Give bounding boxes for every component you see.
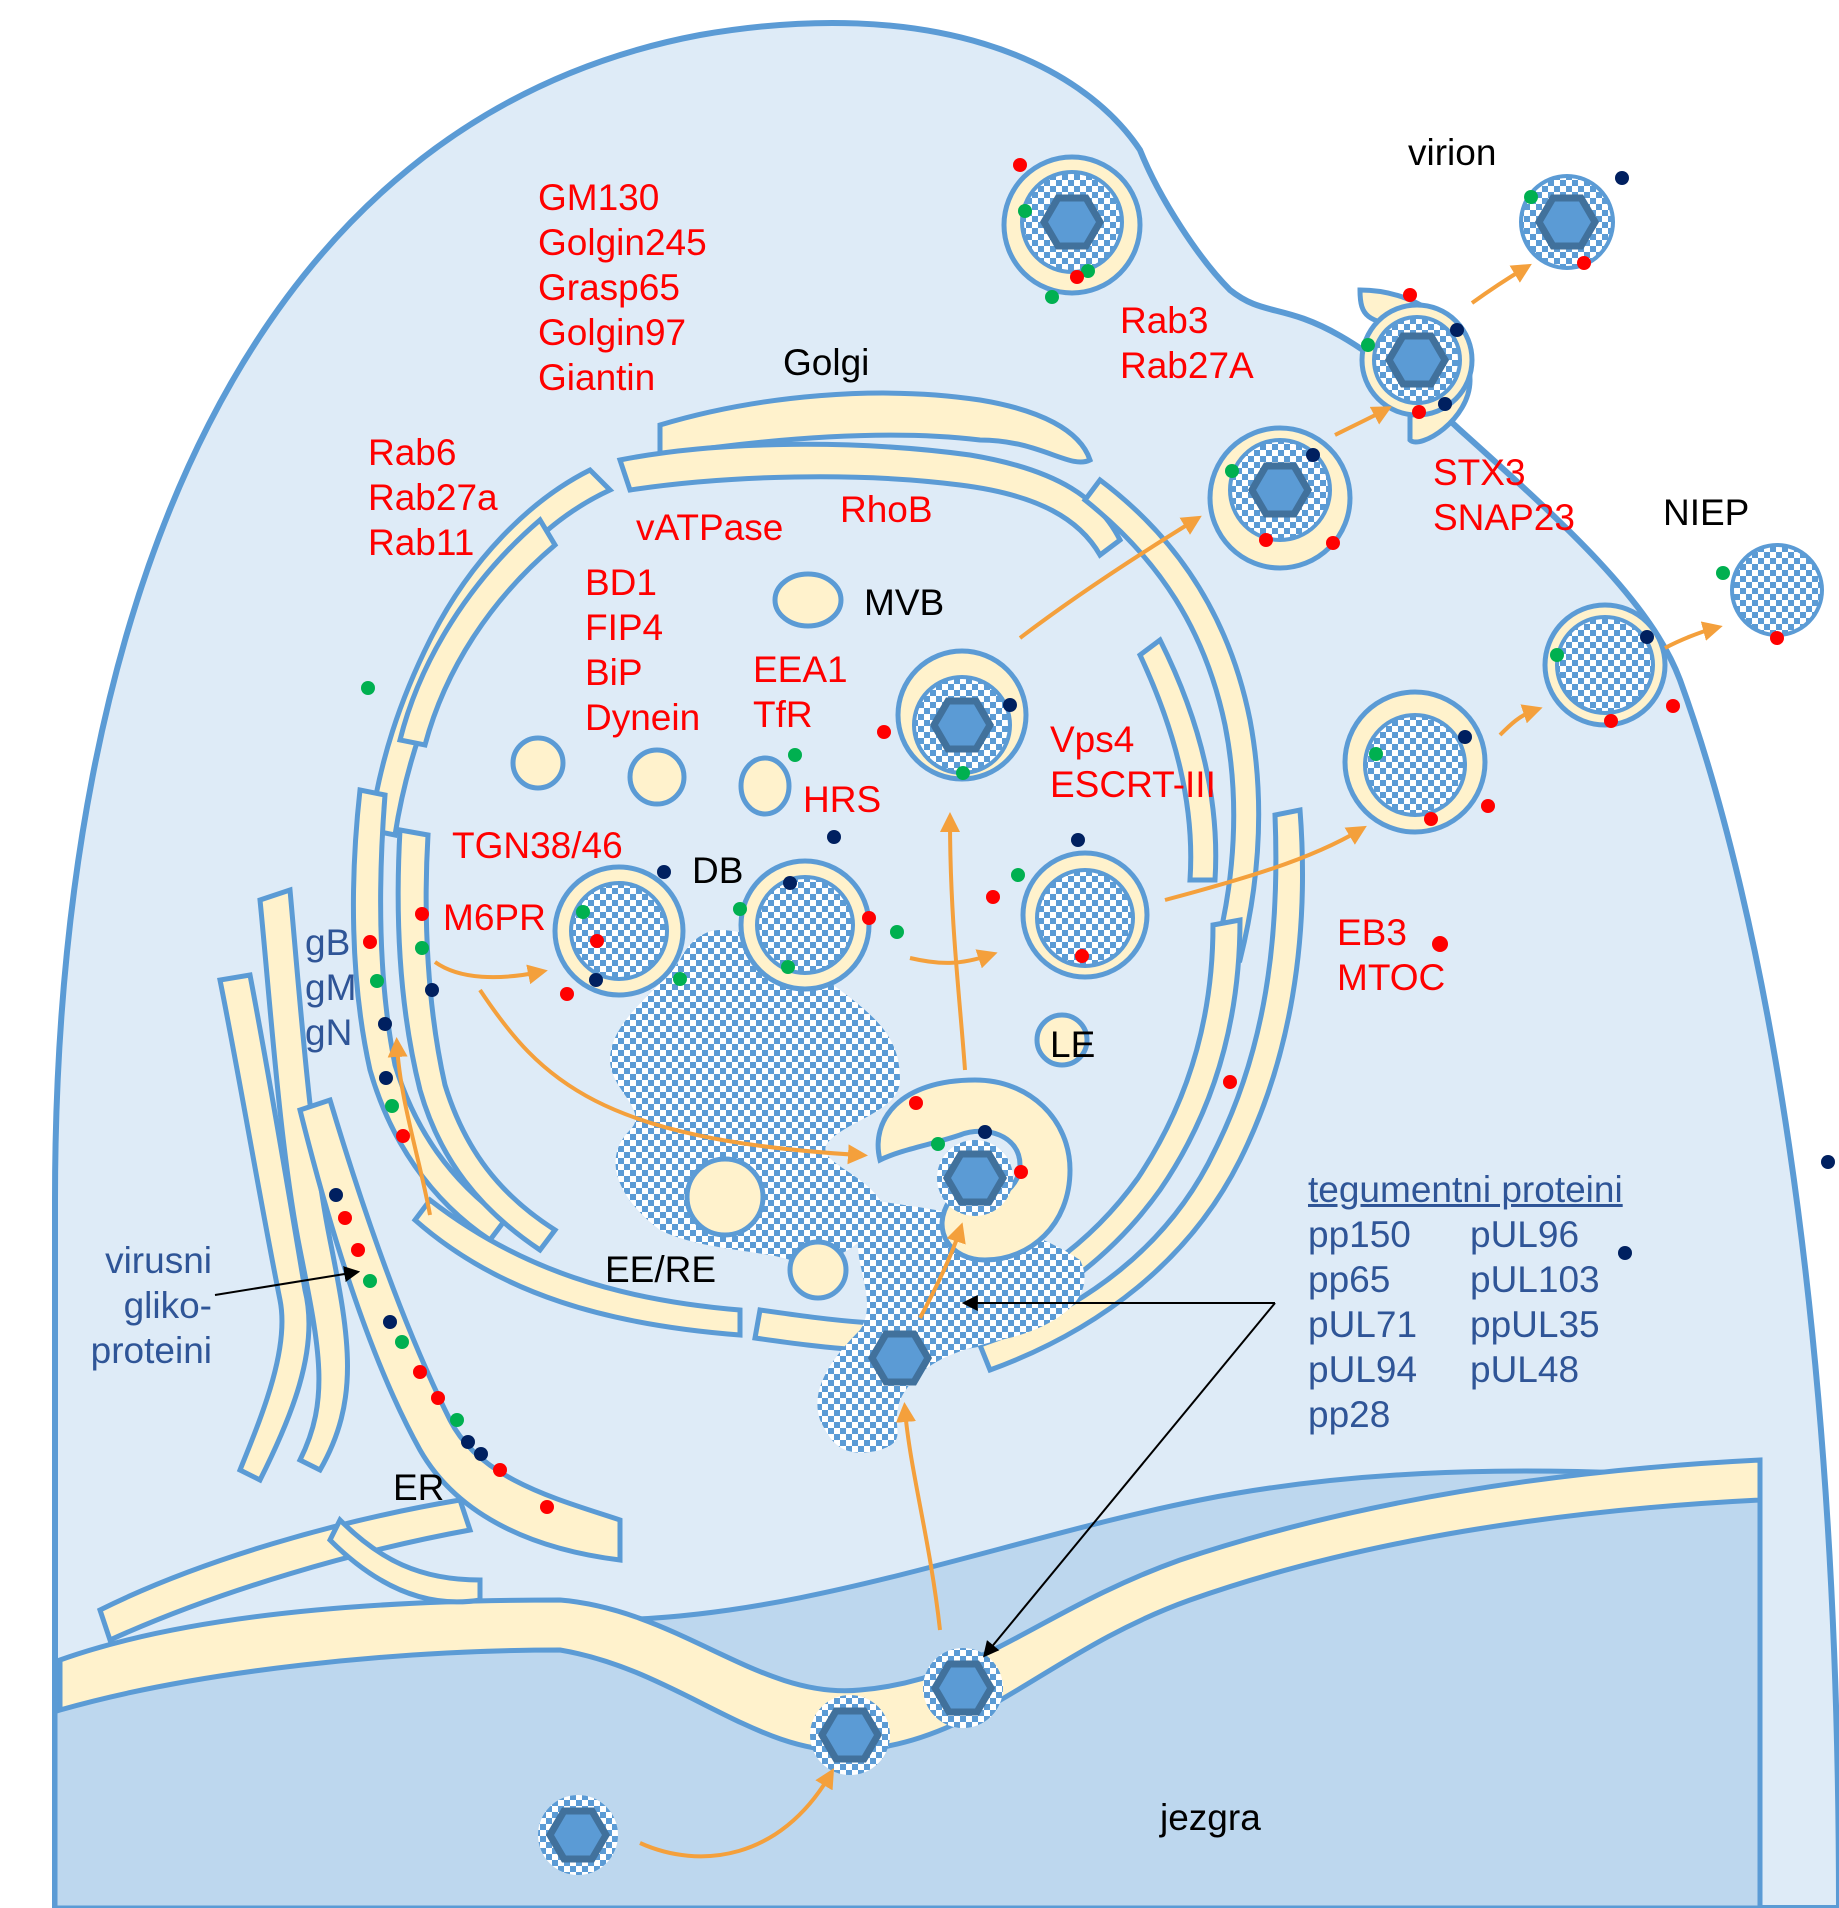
nuclear-capsids — [538, 1648, 1003, 1875]
db-vesicles — [552, 850, 1150, 998]
bd1-item: BD1 — [585, 562, 657, 603]
eb3-group: EB3 MTOC — [1337, 910, 1445, 1000]
le-label: LE — [1050, 1024, 1096, 1065]
assembly-compartment — [610, 930, 900, 1262]
tegument-item: pUL94 — [1308, 1349, 1418, 1390]
nuclear-envelope — [57, 1457, 1763, 1754]
tegument-item: pp150 — [1308, 1214, 1411, 1255]
golgi-stack — [350, 390, 1305, 1374]
rhob-label: RhoB — [840, 489, 933, 530]
eea1-group: EEA1 TfR — [753, 647, 848, 737]
rab-item: Rab11 — [368, 522, 475, 563]
eea1-item: EEA1 — [753, 649, 848, 690]
rab3-group: Rab3 Rab27A — [1120, 298, 1254, 388]
golgi-label: Golgi — [783, 342, 870, 383]
tgn-label: TGN38/46 — [452, 825, 623, 866]
golgi-marker: Golgin97 — [538, 312, 687, 353]
rab-item: Rab27a — [368, 477, 498, 518]
pointer-arrows — [214, 1266, 1276, 1658]
eb3-item: EB3 — [1337, 912, 1407, 953]
transport-arrows — [387, 263, 1723, 1859]
golgi-marker: Grasp65 — [538, 267, 680, 308]
virion-label: virion — [1408, 132, 1497, 173]
golgi-marker: GM130 — [538, 177, 660, 218]
rab-item: Rab6 — [368, 432, 457, 473]
eb3-item: MTOC — [1337, 957, 1446, 998]
cytoplasmic-virion — [1001, 154, 1143, 296]
cytoplasmic-capsid — [872, 1334, 928, 1382]
golgi-marker-list: GM130 Golgin245 Grasp65 Golgin97 Giantin — [538, 175, 707, 400]
tegument-item: pUL103 — [1470, 1259, 1600, 1300]
glycoprotein-caption: virusni gliko- proteini — [72, 1238, 212, 1373]
golgi-marker: Giantin — [538, 357, 656, 398]
mvb-virion — [895, 648, 1029, 782]
endosomes — [510, 571, 1090, 1301]
bd1-group: BD1 FIP4 BiP Dynein — [585, 560, 700, 740]
tegument-item: pUL71 — [1308, 1304, 1418, 1345]
er-label: ER — [393, 1467, 445, 1508]
bd1-item: Dynein — [585, 697, 701, 738]
mvb-label: MVB — [864, 582, 945, 623]
niep-label: NIEP — [1663, 492, 1750, 533]
tegument-heading: tegumentni proteini — [1308, 1169, 1623, 1210]
nucleus-label: jezgra — [1160, 1797, 1261, 1838]
eea1-item: TfR — [753, 694, 813, 735]
db-label: DB — [692, 850, 744, 891]
hrs-label: HRS — [803, 779, 882, 820]
rab3-item: Rab27A — [1120, 345, 1254, 386]
stx-item: SNAP23 — [1433, 497, 1575, 538]
tegument-item: pp28 — [1308, 1394, 1391, 1435]
tegument-item: pUL48 — [1470, 1349, 1580, 1390]
vps-item: Vps4 — [1050, 719, 1135, 760]
bd1-item: BiP — [585, 652, 643, 693]
vps-item: ESCRT-III — [1050, 764, 1216, 805]
rab3-item: Rab3 — [1120, 300, 1209, 341]
m6pr-label: M6PR — [443, 897, 546, 938]
glycoprotein-list: gB gM gN — [305, 920, 356, 1055]
golgi-marker: Golgin245 — [538, 222, 707, 263]
bd1-item: FIP4 — [585, 607, 664, 648]
glycoprotein-item: gB — [305, 922, 351, 963]
tegument-col2: pUL96 pUL103 ppUL35 pUL48 — [1470, 1212, 1600, 1392]
budding-virion — [875, 1077, 1073, 1263]
glycoprotein-dots — [329, 158, 1835, 1514]
vps-group: Vps4 ESCRT-III — [1050, 717, 1216, 807]
cell-membrane — [52, 19, 1839, 1908]
niep-particles — [1342, 543, 1824, 835]
assembly-compartment-lower — [817, 1200, 1085, 1453]
secretory-virions — [1207, 174, 1615, 571]
glycoprotein-item: gN — [305, 1012, 353, 1053]
stx-item: STX3 — [1433, 452, 1526, 493]
stx-group: STX3 SNAP23 — [1433, 450, 1575, 540]
caption-line: proteini — [90, 1330, 212, 1371]
tegument-item: ppUL35 — [1470, 1304, 1600, 1345]
ee-re-label: EE/RE — [605, 1249, 717, 1290]
rab-group: Rab6 Rab27a Rab11 — [368, 430, 498, 565]
tegument-col1: pp150 pp65 pUL71 pUL94 pp28 — [1308, 1212, 1417, 1437]
vatpase-label: vATPase — [636, 507, 784, 548]
tegument-item: pp65 — [1308, 1259, 1391, 1300]
tegument-item: pUL96 — [1470, 1214, 1580, 1255]
er-network — [96, 886, 623, 1644]
caption-line: virusni — [105, 1240, 212, 1281]
caption-line: gliko- — [123, 1285, 212, 1326]
glycoprotein-item: gM — [305, 967, 357, 1008]
